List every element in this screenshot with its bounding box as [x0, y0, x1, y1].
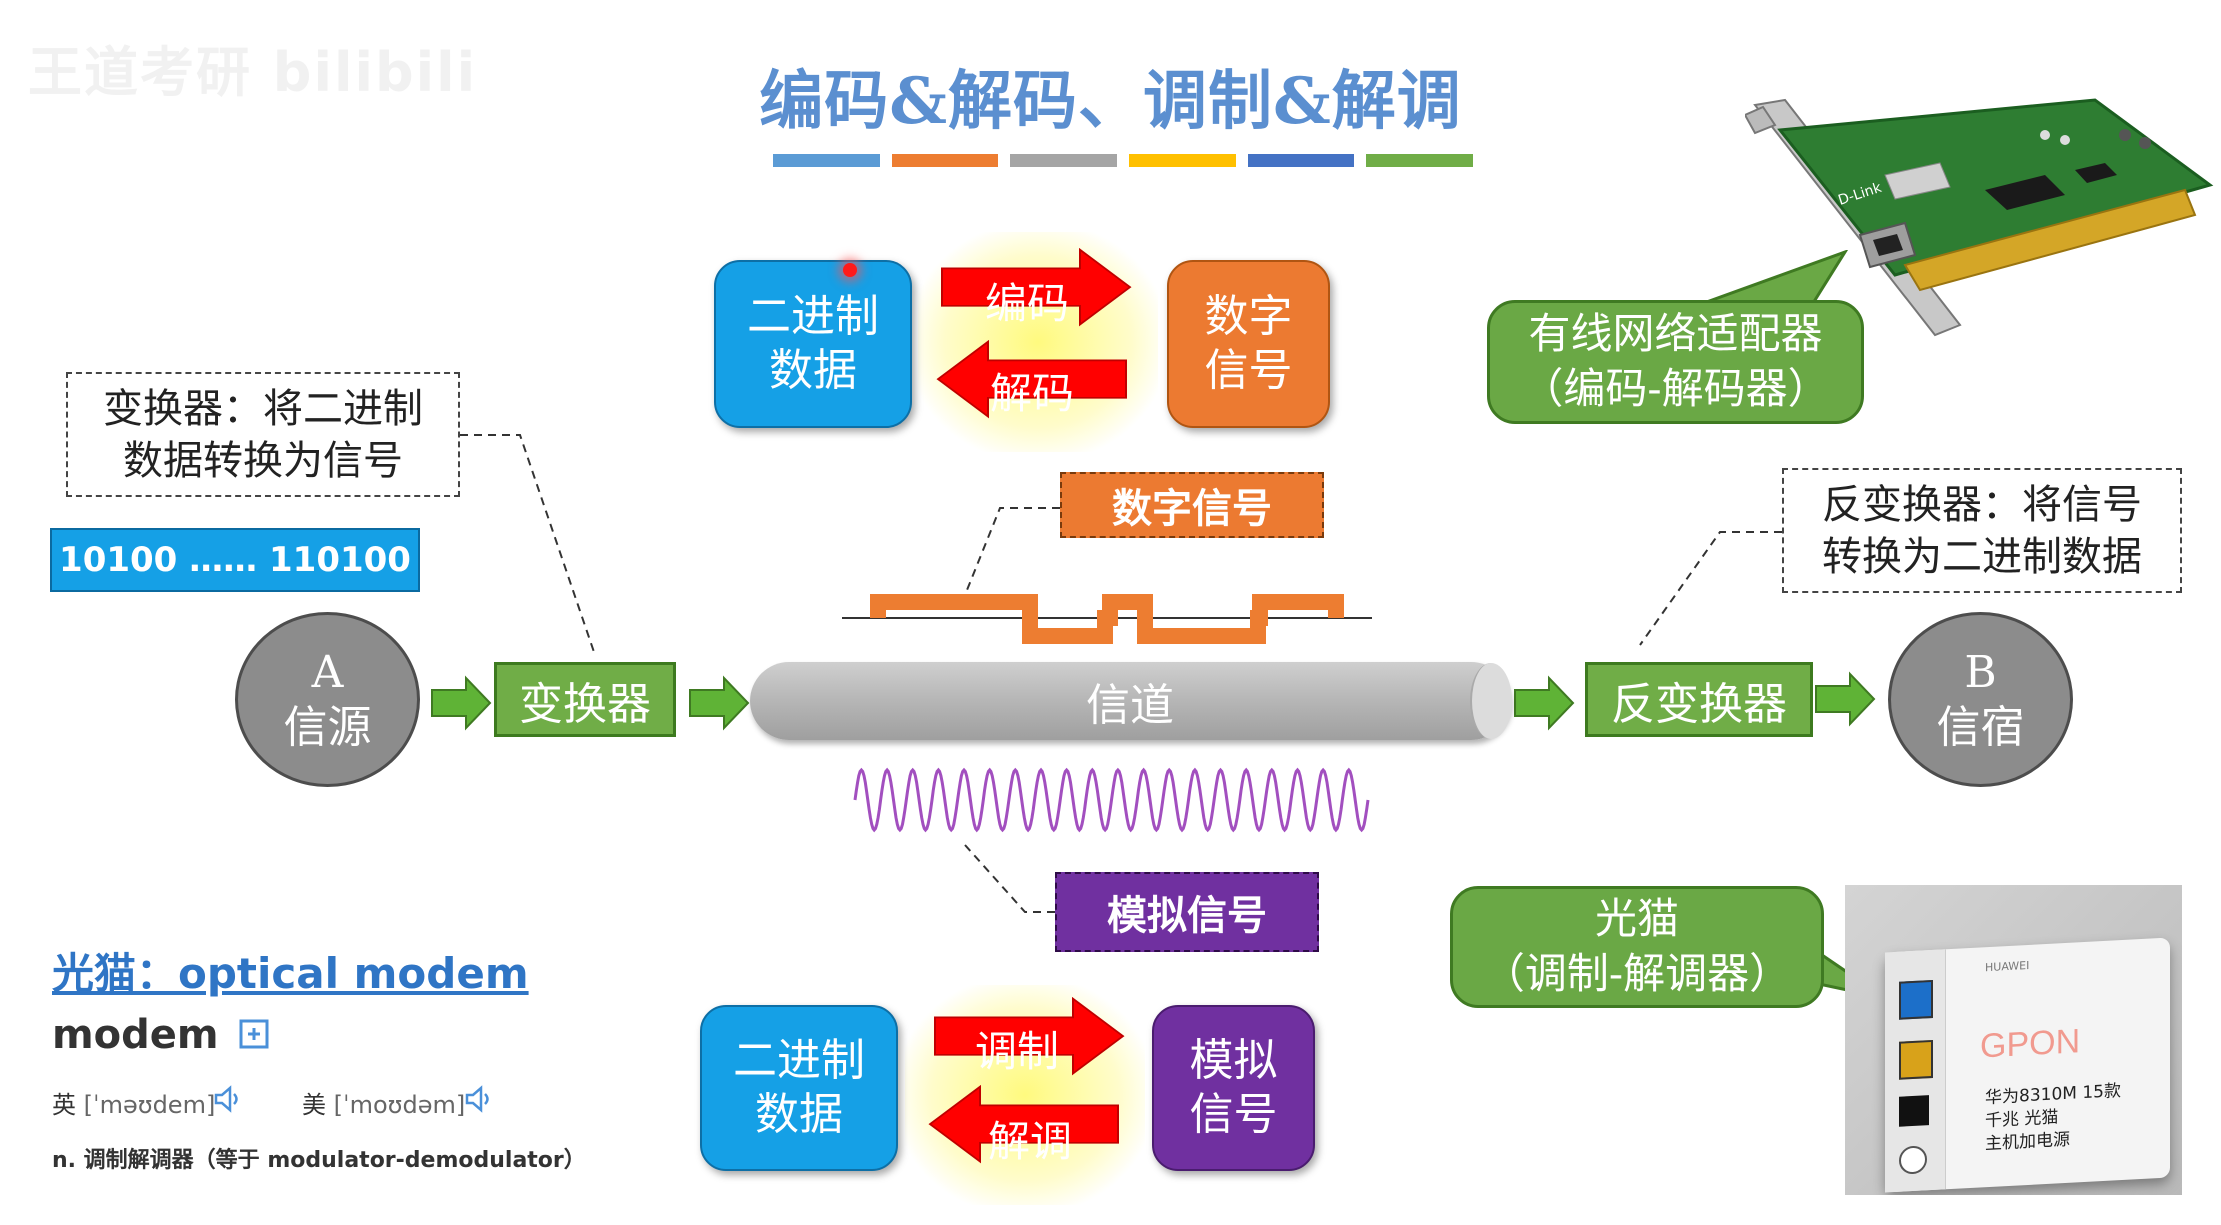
digital-signal-tag: 数字信号 [1060, 472, 1324, 538]
nic-card-image: D-Link [1745, 98, 2214, 337]
dictionary-word: modem [52, 1012, 219, 1058]
source-node: A 信源 [235, 612, 420, 787]
analog-signal-tag: 模拟信号 [1055, 872, 1319, 952]
sine-wave [853, 767, 1370, 833]
digital-signal-box: 数字 信号 [1167, 260, 1330, 428]
analog-signal-box: 模拟 信号 [1152, 1005, 1315, 1171]
sink-label: 信宿 [1936, 701, 2025, 753]
nic-callout: 有线网络适配器 （编码-解码器） [1487, 300, 1864, 424]
title-bar-1 [773, 154, 880, 167]
fiber-port [1899, 979, 1933, 1020]
square-wave [870, 594, 1344, 644]
uk-phonetic: [ˈməʊdem] [83, 1091, 216, 1119]
source-letter: A [311, 646, 344, 698]
title-color-bars [773, 154, 1474, 167]
us-label: 美 [302, 1091, 326, 1119]
power-port [1899, 1095, 1929, 1127]
dictionary-definition: n. 调制解调器（等于 modulator-demodulator） [52, 1148, 586, 1173]
title-bar-2 [891, 154, 999, 167]
modem-brand: HUAWEI [1985, 958, 2030, 975]
modem-caption: 华为8310M 15款 千兆 光猫 主机加电源 [1985, 1081, 2121, 1155]
sink-node: B 信宿 [1888, 612, 2073, 787]
uk-speaker-icon[interactable] [212, 1084, 242, 1114]
us-phonetic: [ˈmoʊdəm] [333, 1091, 466, 1119]
modem-photo: HUAWEI GPON 华为8310M 15款 千兆 光猫 主机加电源 [1845, 885, 2182, 1195]
inverse-converter-note: 反变换器：将信号 转换为二进制数据 [1782, 468, 2182, 593]
lan-port [1899, 1039, 1933, 1080]
bit-string: 10100 …… 110100 [50, 528, 420, 592]
modem-device: HUAWEI GPON 华为8310M 15款 千兆 光猫 主机加电源 [1885, 937, 2170, 1193]
us-phonetic-row: 美 [ˈmoʊdəm] [302, 1085, 465, 1120]
source-label: 信源 [283, 701, 372, 753]
page-title: 编码&解码、调制&解调 [759, 64, 1462, 139]
watermark: 王道考研 bilibili [28, 41, 478, 104]
flow-arrows [431, 671, 1876, 731]
binary-data-box: 二进制 数据 [714, 260, 912, 428]
demodulate-label: 解调 [988, 1117, 1073, 1166]
uk-phonetic-row: 英 [ˈməʊdem] [52, 1085, 215, 1120]
title-bar-4 [1129, 154, 1236, 167]
modulate-label: 调制 [975, 1027, 1060, 1076]
encode-arrow [941, 248, 1132, 327]
uk-label: 英 [52, 1091, 76, 1119]
converter-note: 变换器：将二进制 数据转换为信号 [66, 372, 460, 497]
dictionary-heading[interactable]: 光猫：optical modem [52, 949, 529, 998]
channel-pipe-end [1470, 663, 1512, 739]
demodulate-arrow [928, 1085, 1119, 1164]
title-bar-6 [1366, 154, 1474, 167]
channel-pipe: 信道 [750, 662, 1510, 740]
encode-label: 编码 [985, 279, 1070, 328]
us-speaker-icon[interactable] [463, 1084, 493, 1114]
binary-data-box-2: 二进制 数据 [700, 1005, 898, 1171]
inverse-converter-box: 反变换器 [1585, 662, 1813, 737]
modem-gpon-text: GPON [1980, 1022, 2081, 1066]
converter-box: 变换器 [494, 662, 676, 737]
laser-pointer-dot [843, 263, 857, 277]
modulate-arrow [934, 997, 1125, 1076]
sink-letter: B [1964, 646, 1997, 698]
title-bar-3 [1010, 154, 1118, 167]
decode-label: 解码 [990, 369, 1075, 418]
modem-callout: 光猫 （调制-解调器） [1450, 886, 1824, 1008]
title-bar-5 [1247, 154, 1355, 167]
decode-arrow [936, 340, 1127, 419]
add-to-wordbook-icon[interactable] [238, 1018, 272, 1052]
